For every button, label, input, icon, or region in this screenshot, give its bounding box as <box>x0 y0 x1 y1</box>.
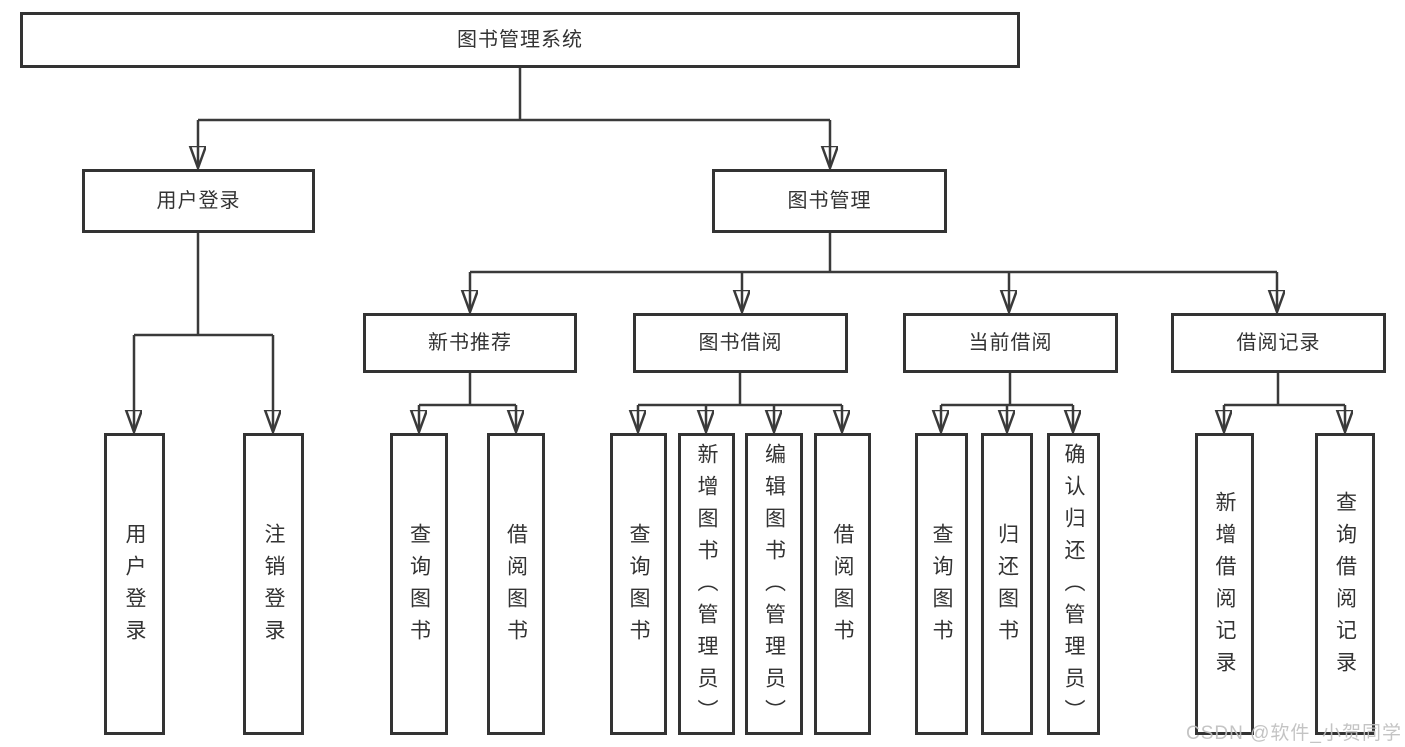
node-user-login: 用户登录 <box>82 169 315 233</box>
node-borrowing-records: 借阅记录 <box>1171 313 1386 373</box>
leaf-edit-book-admin: 编辑图书（管理员） <box>745 433 803 735</box>
leaf-add-book-admin: 新增图书（管理员） <box>678 433 735 735</box>
leaf-query-books-recommend: 查询图书 <box>390 433 448 735</box>
node-current-borrowing: 当前借阅 <box>903 313 1118 373</box>
node-new-book-recommend: 新书推荐 <box>363 313 577 373</box>
node-library-management-system: 图书管理系统 <box>20 12 1020 68</box>
leaf-logout: 注销登录 <box>243 433 304 735</box>
node-book-borrowing: 图书借阅 <box>633 313 848 373</box>
leaf-query-books-borrowing: 查询图书 <box>610 433 667 735</box>
leaf-borrow-books-recommend: 借阅图书 <box>487 433 545 735</box>
leaf-query-books-current: 查询图书 <box>915 433 968 735</box>
leaf-confirm-return-admin: 确认归还（管理员） <box>1047 433 1100 735</box>
leaf-borrow-books-borrowing: 借阅图书 <box>814 433 871 735</box>
leaf-user-login: 用户登录 <box>104 433 165 735</box>
leaf-add-borrow-record: 新增借阅记录 <box>1195 433 1254 735</box>
leaf-return-book: 归还图书 <box>981 433 1033 735</box>
node-book-management: 图书管理 <box>712 169 947 233</box>
leaf-query-borrow-record: 查询借阅记录 <box>1315 433 1375 735</box>
watermark-text: CSDN @软件_小贺同学 <box>1186 723 1402 744</box>
